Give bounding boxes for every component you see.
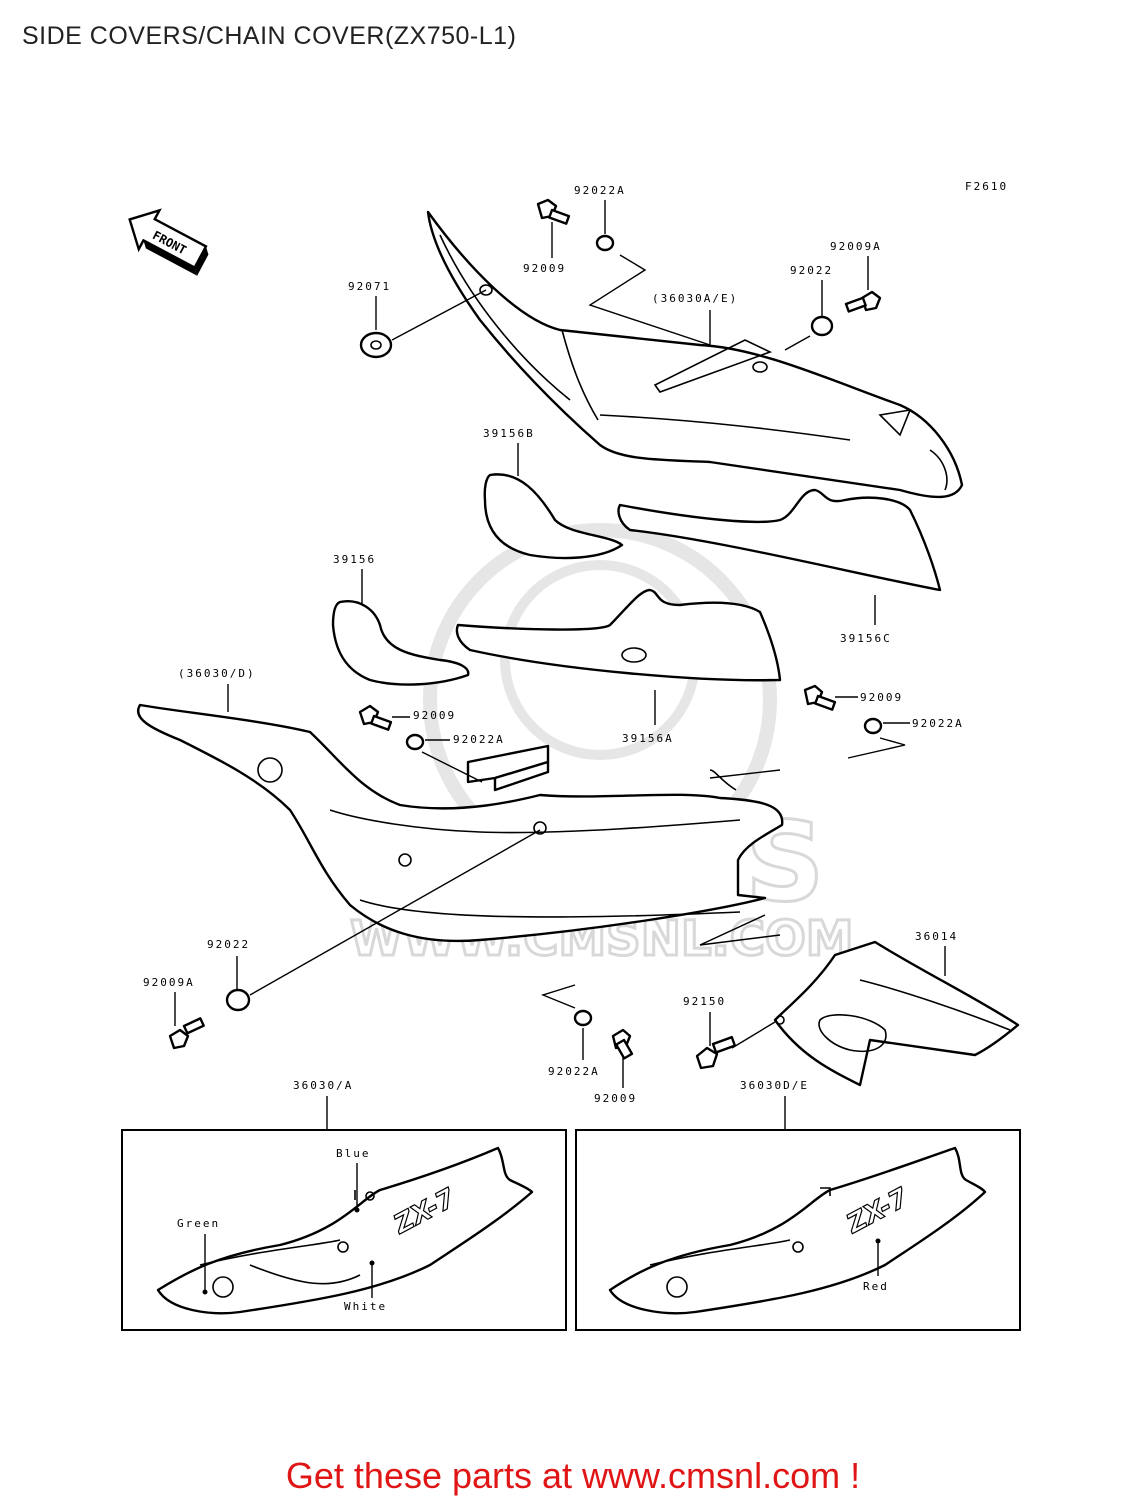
- label-92009-top: 92009: [523, 262, 566, 275]
- inset-left-cover: ZX-7: [156, 1146, 534, 1315]
- washer-icon: [405, 733, 425, 751]
- label-92150: 92150: [683, 995, 726, 1008]
- washer-icon: [810, 315, 834, 337]
- seat-cowl-upper: [426, 210, 964, 499]
- label-36030D-E: 36030D/E: [740, 1079, 809, 1092]
- label-92009-mid-left: 92009: [413, 709, 456, 722]
- label-92022A-top: 92022A: [574, 184, 626, 197]
- label-39156C: 39156C: [840, 632, 892, 645]
- bolt-icon: [536, 198, 571, 225]
- label-92009A-top: 92009A: [830, 240, 882, 253]
- label-36030-A: 36030/A: [293, 1079, 353, 1092]
- bolt-icon: [803, 684, 837, 711]
- color-label-red: Red: [863, 1280, 889, 1293]
- bolt-icon: [168, 1017, 205, 1050]
- washer-icon: [595, 234, 615, 252]
- figure-code: F2610: [965, 180, 1008, 193]
- color-label-green: Green: [177, 1217, 220, 1230]
- bolt-icon: [358, 704, 393, 731]
- label-39156B: 39156B: [483, 427, 535, 440]
- label-92022-top: 92022: [790, 264, 833, 277]
- label-92022A-bottom: 92022A: [548, 1065, 600, 1078]
- pad-39156: [331, 600, 470, 686]
- bolt-icon: [611, 1028, 634, 1060]
- page-title: SIDE COVERS/CHAIN COVER(ZX750-L1): [22, 22, 517, 50]
- label-92071: 92071: [348, 280, 391, 293]
- label-92009-mid-right: 92009: [860, 691, 903, 704]
- pad-39156A: [455, 588, 782, 682]
- grommet-icon: [359, 289, 487, 359]
- label-92009-bottom: 92009: [594, 1092, 637, 1105]
- pad-39156C: [617, 488, 942, 592]
- label-36014: 36014: [915, 930, 958, 943]
- washer-icon: [863, 717, 883, 735]
- footer-link[interactable]: Get these parts at www.cmsnl.com !: [285, 1455, 861, 1496]
- label-92022-low: 92022: [207, 938, 250, 951]
- label-92009A-low: 92009A: [143, 976, 195, 989]
- side-cover-main: [137, 703, 784, 943]
- label-36030A-E: (36030A/E): [652, 292, 738, 305]
- label-92022A-mid-left: 92022A: [453, 733, 505, 746]
- inset-right-cover: ZX-7: [608, 1146, 987, 1315]
- color-label-white: White: [344, 1300, 387, 1313]
- bolt-icon: [695, 1035, 737, 1070]
- label-92022A-mid-right: 92022A: [912, 717, 964, 730]
- washer-icon: [573, 1009, 593, 1027]
- pad-39156B: [483, 473, 624, 560]
- chain-cover: [773, 940, 1020, 1087]
- label-39156A: 39156A: [622, 732, 674, 745]
- washer-icon: [225, 988, 251, 1012]
- color-label-blue: Blue: [336, 1147, 371, 1160]
- front-arrow-icon: FRONT: [128, 208, 209, 276]
- bolt-icon: [844, 290, 882, 313]
- label-39156: 39156: [333, 553, 376, 566]
- label-36030-D: (36030/D): [178, 667, 256, 680]
